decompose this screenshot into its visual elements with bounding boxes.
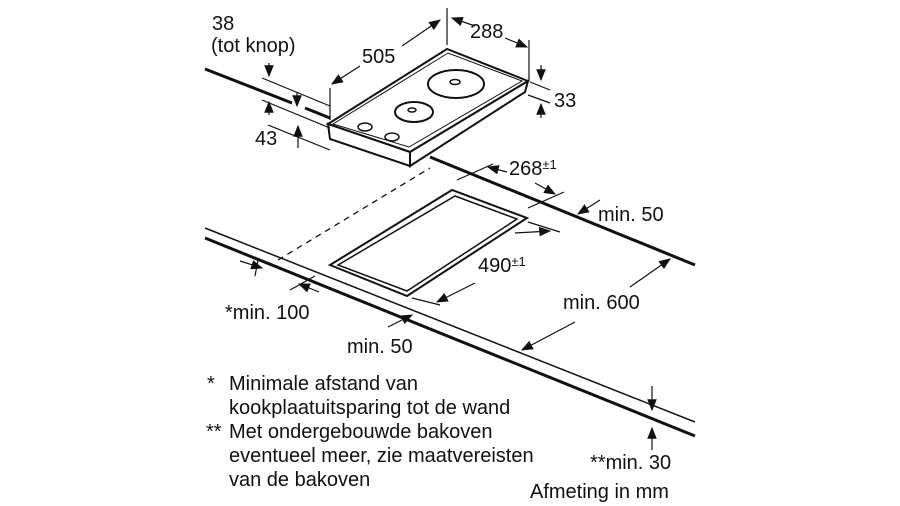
dim-268-tolerance: ±1 [542, 157, 557, 172]
dim-268: 268±1 [509, 157, 557, 180]
knob-2 [384, 132, 400, 142]
dim-min-50-back: min. 50 [598, 204, 664, 226]
note-1-line-1: Minimale afstand van [229, 373, 418, 395]
dim-min-50-front: min. 50 [347, 336, 413, 358]
dim-268-value: 268 [509, 158, 543, 180]
note-2-line-1: Met ondergebouwde bakoven [229, 421, 493, 443]
dim-min-600: min. 600 [563, 292, 640, 314]
dim-38: 38 [212, 13, 235, 35]
note-1-marker: * [207, 373, 215, 395]
dim-38-note: (tot knop) [211, 35, 296, 57]
dim-min-100: *min. 100 [225, 302, 310, 324]
dim-33: 33 [554, 90, 577, 112]
note-1-line-2: kookplaatuitsparing tot de wand [229, 397, 511, 419]
dim-490-tolerance: ±1 [511, 254, 526, 269]
dim-288: 288 [470, 21, 504, 43]
dim-505: 505 [362, 46, 396, 68]
note-2-line-2: eventueel meer, zie maatvereisten [229, 445, 534, 467]
hob-drawing [325, 47, 531, 168]
worktop-front-edge [204, 227, 696, 423]
worktop-back-edge [204, 67, 293, 105]
knob-1 [357, 122, 373, 132]
dim-min-30: **min. 30 [590, 452, 672, 474]
dim-490: 490±1 [478, 254, 526, 277]
note-2-marker: ** [206, 421, 222, 443]
dim-490-value: 490 [478, 255, 512, 277]
unit-note: Afmeting in mm [530, 481, 669, 503]
note-2-line-3: van de bakoven [229, 469, 371, 491]
cutout-drawing [327, 188, 530, 298]
dim-43: 43 [255, 128, 278, 150]
